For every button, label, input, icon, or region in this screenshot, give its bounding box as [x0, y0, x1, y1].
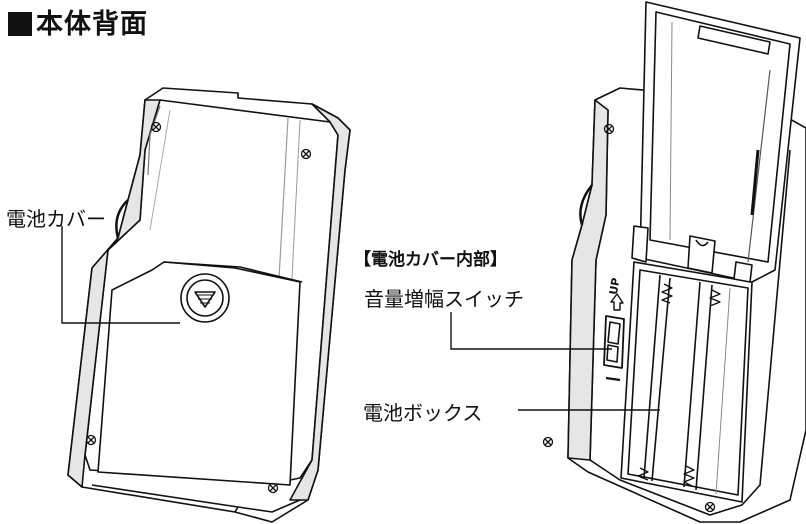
device-back-closed: [67, 87, 351, 523]
title-text: 本体背面: [36, 9, 148, 40]
leader-battery-cover: [61, 226, 180, 324]
label-volume-switch: 音量増幅スイッチ: [364, 287, 524, 311]
label-battery-cover: 電池カバー: [6, 207, 106, 231]
label-battery-box: 電池ボックス: [363, 401, 483, 425]
label-cover-inside-heading: 【電池カバー内部】: [354, 250, 507, 270]
page-title: 本体背面: [8, 2, 148, 41]
title-square-icon: [8, 12, 32, 36]
switch-up-text: UP: [607, 277, 623, 296]
device-back-open: [542, 1, 806, 523]
leader-volume-switch: [450, 312, 612, 350]
